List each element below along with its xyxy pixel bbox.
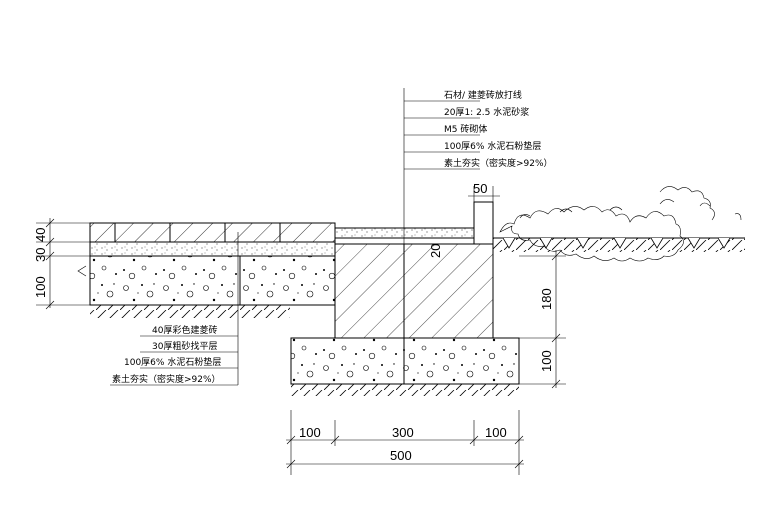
planting-area <box>493 186 745 262</box>
callout-left: 40厚彩色建菱砖 30厚粗砂找平层 100厚6% 水泥石粉垫层 素土夯实（密实度… <box>110 232 239 386</box>
dim-left-40: 40 <box>33 228 48 242</box>
callout-right-3: M5 砖砌体 <box>444 123 487 135</box>
footing <box>290 337 520 396</box>
callout-right-4: 100厚6% 水泥石粉垫层 <box>444 140 541 152</box>
callout-left-3: 100厚6% 水泥石粉垫层 <box>124 356 221 368</box>
dimension-right: 180 100 <box>519 250 566 389</box>
dim-bottom-500: 500 <box>390 448 412 463</box>
callout-left-4: 素土夯实（密实度>92%） <box>112 373 221 385</box>
curb-wall <box>334 201 494 339</box>
dim-curb-50: 50 <box>473 181 487 196</box>
callout-right: 石材/ 建菱砖放打线 20厚1: 2.5 水泥砂浆 M5 砖砌体 100厚6% … <box>403 88 553 338</box>
dimension-curb: 50 20 <box>428 181 500 258</box>
callout-right-2: 20厚1: 2.5 水泥砂浆 <box>444 106 529 118</box>
dim-left-30: 30 <box>33 248 48 262</box>
dim-curb-20: 20 <box>428 244 443 258</box>
dimension-bottom: 100 300 100 500 <box>286 410 524 475</box>
dim-left-100: 100 <box>33 276 48 298</box>
callout-right-1: 石材/ 建菱砖放打线 <box>444 89 522 101</box>
callout-left-2: 30厚粗砂找平层 <box>152 340 217 352</box>
dim-bottom-100a: 100 <box>299 425 321 440</box>
dim-right-180: 180 <box>539 288 554 310</box>
callout-right-5: 素土夯实（密实度>92%） <box>444 157 553 169</box>
dim-bottom-100b: 100 <box>485 425 507 440</box>
dimension-left: 30 40 100 <box>33 218 90 310</box>
dim-right-100: 100 <box>539 350 554 372</box>
dim-bottom-300: 300 <box>392 425 414 440</box>
pavement-section <box>89 222 336 318</box>
callout-left-1: 40厚彩色建菱砖 <box>152 324 217 336</box>
